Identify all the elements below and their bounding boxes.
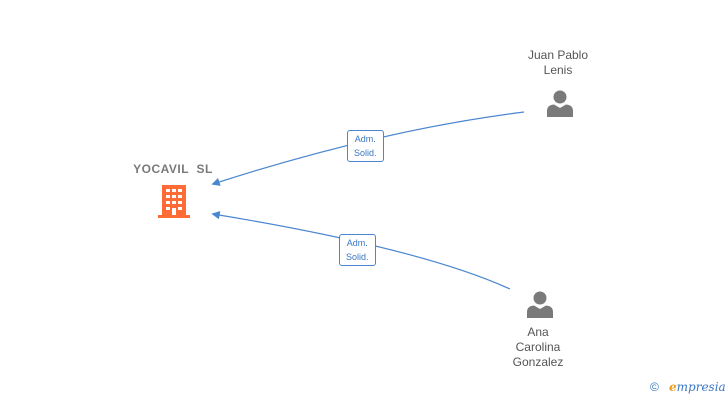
person-name-line: Juan Pablo bbox=[527, 48, 589, 62]
edge-label-line: Solid. bbox=[354, 148, 377, 158]
person-icon[interactable] bbox=[526, 290, 554, 323]
edge-label-line: Solid. bbox=[346, 252, 369, 262]
person-icon[interactable] bbox=[546, 89, 574, 122]
brand-logo[interactable]: empresia bbox=[669, 380, 726, 394]
edge-label-role: Adm. Solid. bbox=[347, 130, 384, 162]
edge-label-line: Adm. bbox=[346, 238, 368, 248]
person-name-juan-pablo-lenis[interactable]: Juan Pablo Lenis bbox=[513, 48, 603, 78]
person-name-line: Lenis bbox=[543, 63, 573, 77]
company-name[interactable]: YOCAVIL SL bbox=[133, 162, 213, 176]
person-name-line: Ana bbox=[527, 325, 549, 339]
person-name-ana-carolina-gonzalez[interactable]: Ana Carolina Gonzalez bbox=[493, 325, 583, 370]
edge-label-line: Adm. bbox=[354, 134, 376, 144]
edge-label-role: Adm. Solid. bbox=[339, 234, 376, 266]
brand-initial: e bbox=[669, 380, 677, 394]
edge-ana-carolina-to-company bbox=[211, 210, 511, 290]
brand-name: mpresia bbox=[676, 380, 726, 394]
person-name-line: Carolina bbox=[515, 340, 561, 354]
copyright-icon: © bbox=[650, 380, 659, 394]
person-name-line: Gonzalez bbox=[512, 355, 564, 369]
building-icon[interactable] bbox=[158, 183, 190, 224]
